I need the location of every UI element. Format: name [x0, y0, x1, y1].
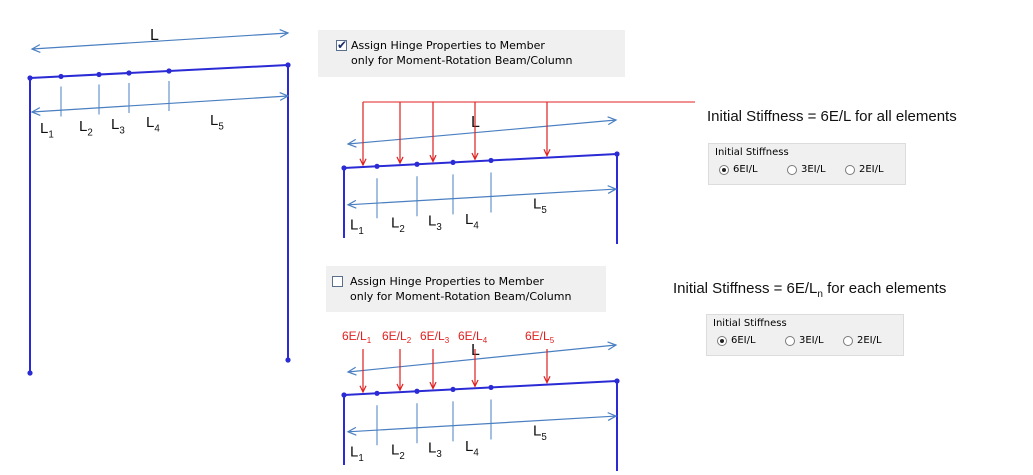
- checkmark-icon: ✔: [337, 38, 348, 52]
- frame-segment-label: L1: [40, 120, 54, 141]
- checkbox-label-line1: Assign Hinge Properties to Member: [350, 275, 544, 288]
- beam-node: [614, 151, 620, 157]
- frame-node: [27, 75, 33, 81]
- arrowhead: [543, 376, 551, 384]
- assign-hinge-checkbox-bottom[interactable]: [332, 276, 343, 287]
- checkbox-label-line2: only for Moment-Rotation Beam/Column: [350, 290, 572, 303]
- arrowhead: [429, 381, 437, 390]
- radio-selected-icon[interactable]: [717, 336, 727, 346]
- frame-node: [58, 73, 64, 80]
- arrowhead: [30, 107, 41, 116]
- frame-node: [96, 71, 102, 78]
- hinge-options-panel-top: ✔ Assign Hinge Properties to Member only…: [318, 30, 625, 77]
- beam-node: [374, 163, 380, 169]
- arrowhead: [607, 341, 618, 351]
- frame-segment-dimension: [31, 95, 289, 113]
- beam-segment-label: L2: [391, 442, 405, 463]
- frame-total-dimension: [31, 32, 289, 50]
- beam-total-dimension: [347, 119, 617, 145]
- beam-segment-label: L3: [428, 440, 442, 461]
- beam-segment-dimension: [347, 188, 617, 206]
- arrowhead: [30, 44, 41, 53]
- arrowhead: [607, 116, 618, 126]
- frame-segment-label: L5: [210, 112, 224, 133]
- frame-segment-label: L4: [146, 114, 160, 135]
- beam-node: [341, 165, 347, 171]
- beam-segment-label: L5: [533, 422, 547, 443]
- arrowhead: [346, 138, 357, 148]
- load-label: 6E/L4: [458, 329, 488, 345]
- initial-stiffness-group-bottom: Initial Stiffness 6EI/L 3EI/L 2EI/L: [706, 314, 904, 356]
- arrowhead: [471, 379, 479, 388]
- arrowhead: [607, 185, 618, 194]
- frame-support-node: [27, 370, 33, 376]
- beam-segment-label: L4: [465, 211, 479, 232]
- beam-node: [341, 392, 347, 398]
- note-stiffness-all: Initial Stiffness = 6E/L for all element…: [707, 108, 957, 125]
- beam-segment-label: L2: [391, 215, 405, 236]
- beam-node: [414, 161, 420, 167]
- arrowhead: [543, 149, 551, 157]
- initial-stiffness-group-top: Initial Stiffness 6EI/L 3EI/L 2EI/L: [708, 143, 906, 185]
- beam-segment-dimension: [347, 415, 617, 433]
- arrowhead: [429, 154, 437, 163]
- frame-support-node: [285, 357, 291, 363]
- frame-total-label: L: [150, 27, 159, 44]
- arrowhead: [359, 158, 367, 167]
- arrowhead: [346, 366, 357, 376]
- radio-icon[interactable]: [785, 336, 795, 346]
- beam-segment-label: L4: [465, 438, 479, 459]
- beam-node: [414, 388, 420, 394]
- arrowhead: [359, 385, 367, 394]
- group-title: Initial Stiffness: [715, 147, 789, 158]
- frame-node: [285, 62, 291, 68]
- beam-segment-label: L1: [350, 217, 364, 238]
- arrowhead: [396, 156, 404, 165]
- frame-node: [126, 70, 132, 76]
- beam-node: [488, 384, 494, 391]
- note-stiffness-each: Initial Stiffness = 6E/Ln for each eleme…: [673, 280, 947, 300]
- arrowhead: [279, 29, 290, 38]
- beam-node: [374, 390, 380, 396]
- frame-segment-label: L2: [79, 118, 93, 139]
- arrowhead: [471, 152, 479, 161]
- radio-selected-icon[interactable]: [719, 165, 729, 175]
- beam-segment-label: L1: [350, 444, 364, 465]
- arrowhead: [396, 383, 404, 392]
- beam-node: [450, 386, 456, 393]
- group-title: Initial Stiffness: [713, 318, 787, 329]
- radio-icon[interactable]: [843, 336, 853, 346]
- arrowhead: [346, 426, 357, 436]
- beam-line: [343, 153, 618, 169]
- frame-segment-label: L3: [111, 116, 125, 137]
- arrowhead: [607, 412, 618, 421]
- arrowhead: [279, 92, 290, 101]
- beam-node: [450, 159, 456, 166]
- beam-total-dimension: [347, 344, 617, 373]
- frame-node: [166, 68, 172, 74]
- load-label: 6E/L2: [382, 329, 412, 345]
- hinge-options-panel-bottom: Assign Hinge Properties to Member only f…: [326, 266, 606, 312]
- beam-node: [614, 378, 620, 384]
- beam-segment-label: L5: [533, 195, 547, 216]
- beam-node: [488, 157, 494, 164]
- load-label: 6E/L1: [342, 329, 372, 345]
- checkbox-label-line1: Assign Hinge Properties to Member: [351, 39, 545, 52]
- beam-segment-label: L3: [428, 213, 442, 234]
- arrowhead: [346, 199, 357, 209]
- frame-beam: [29, 64, 289, 79]
- assign-hinge-checkbox-top[interactable]: ✔: [336, 38, 348, 52]
- load-label: 6E/L5: [525, 329, 555, 345]
- radio-icon[interactable]: [845, 165, 855, 175]
- load-label: 6E/L3: [420, 329, 450, 345]
- checkbox-label-line2: only for Moment-Rotation Beam/Column: [351, 54, 573, 67]
- radio-icon[interactable]: [787, 165, 797, 175]
- beam-line: [343, 380, 618, 396]
